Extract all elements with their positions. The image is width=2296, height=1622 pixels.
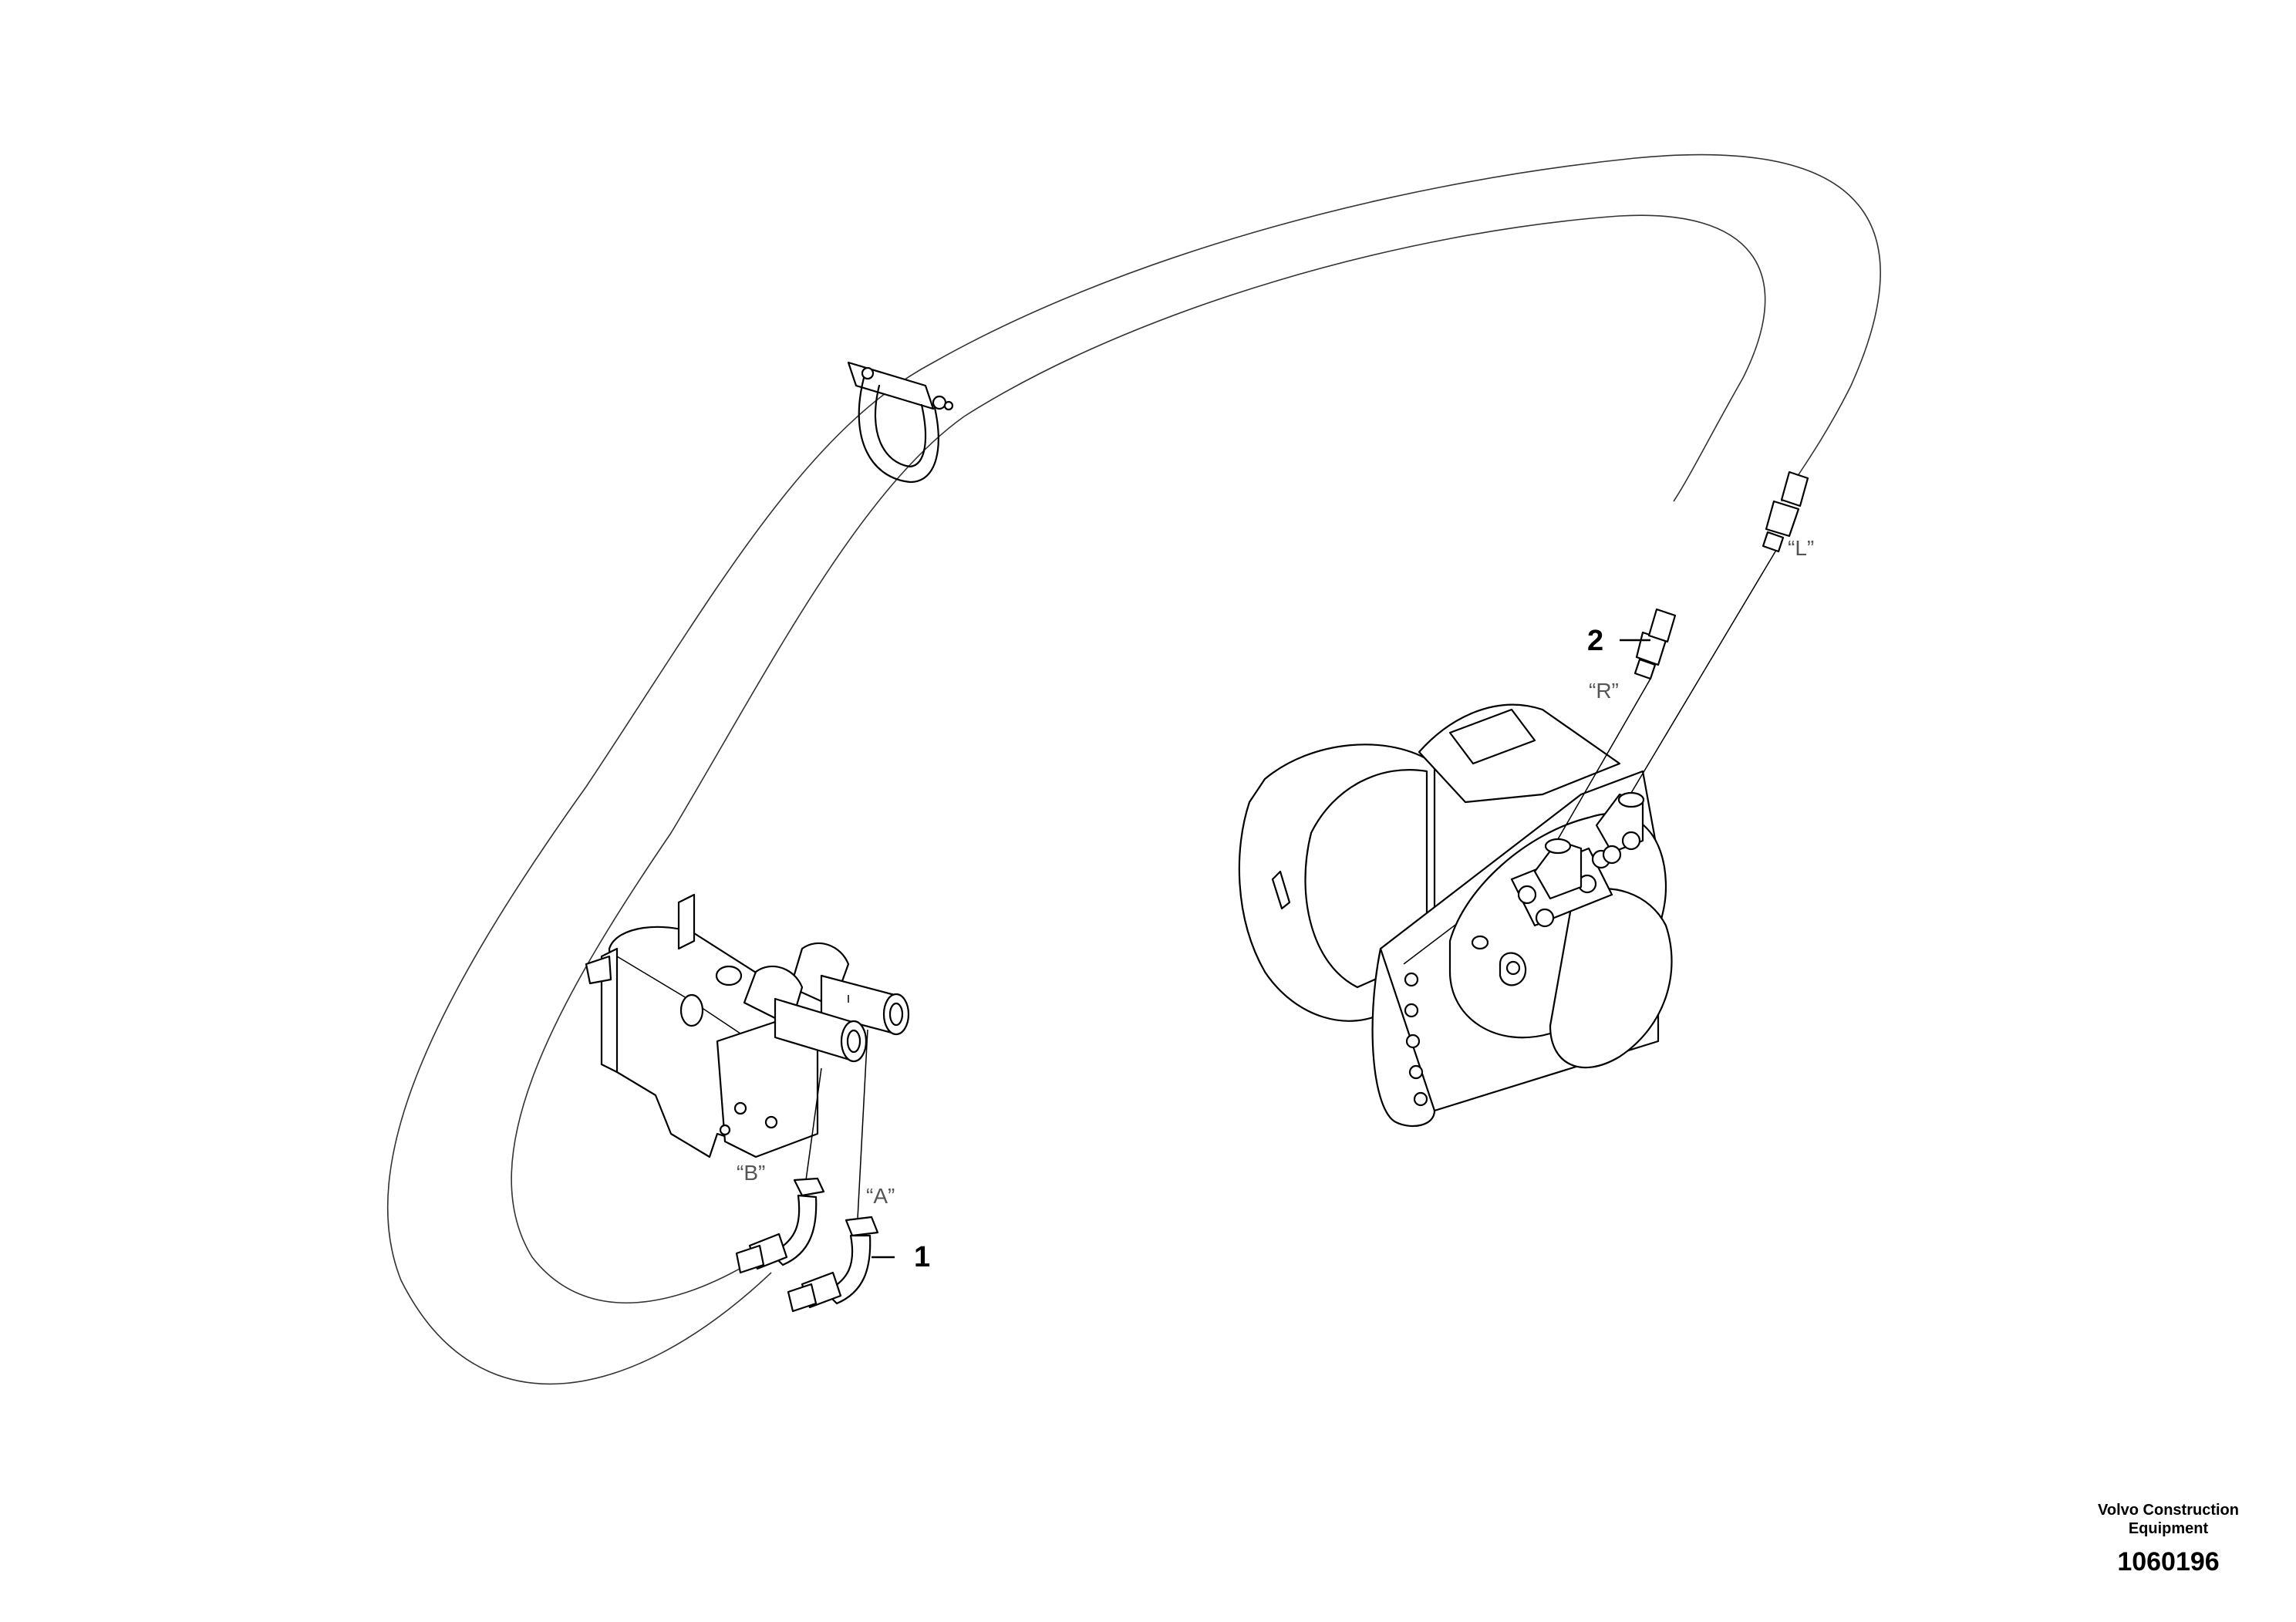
drawing-number: 1060196	[2117, 1547, 2220, 1576]
hose-fitting-l	[1762, 470, 1809, 553]
hose-clamp	[847, 361, 954, 484]
pump-fittings	[743, 942, 910, 1063]
hose-fitting-a	[787, 1216, 879, 1313]
hose-outer	[387, 153, 1881, 1385]
callout-1: 1	[914, 1241, 930, 1273]
connector-line-r	[1557, 678, 1651, 840]
connector-line-b	[805, 1067, 822, 1181]
port-label-r: “R”	[1589, 679, 1619, 703]
hose-inner	[511, 214, 1766, 1304]
port-label-b: “B”	[737, 1161, 765, 1185]
hydraulic-pump	[585, 893, 819, 1158]
travel-motor	[1238, 703, 1673, 1128]
maker-name-line2: Equipment	[2128, 1520, 2209, 1537]
port-label-l: “L”	[1788, 536, 1814, 560]
hose-routing	[387, 153, 1881, 1385]
maker-name-line1: Volvo Construction	[2098, 1502, 2239, 1519]
callout-2: 2	[1587, 625, 1603, 657]
connector-line-l	[1630, 547, 1778, 794]
connector-line-a	[857, 1029, 868, 1219]
hose-fitting-r	[1633, 608, 1677, 680]
port-label-a: “A”	[866, 1184, 895, 1208]
footer-block: Volvo Construction Equipment 1060196	[2098, 1501, 2239, 1577]
hose-fitting-b	[735, 1177, 825, 1274]
